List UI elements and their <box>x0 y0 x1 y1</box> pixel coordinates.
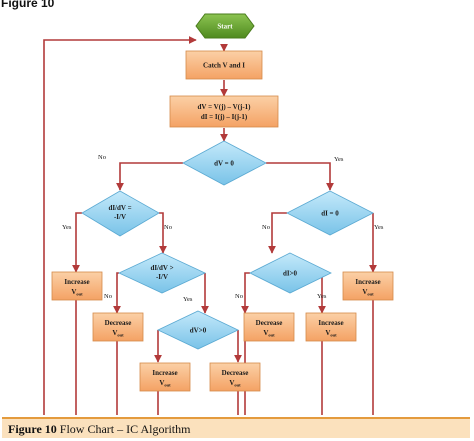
dec-mid-label: Decrease <box>105 319 132 327</box>
node-decrease-bottom: Decrease Vout <box>209 362 261 392</box>
node-increase-left: Increase Vout <box>51 271 103 301</box>
branch-di0-yes: Yes <box>374 224 384 231</box>
node-difference: dV = V(j) – V(j-1) dI = I(j) – I(j-1) <box>169 95 279 128</box>
dec-right-label: Decrease <box>256 319 283 327</box>
inc-right2-v: V <box>325 329 330 337</box>
branch-dv0-yes: Yes <box>334 156 344 163</box>
di0-label: dI = 0 <box>321 210 339 218</box>
inc-right-sub: out <box>367 292 374 297</box>
inc-left-label: Increase <box>64 278 89 286</box>
decision-dv0: dV = 0 <box>182 140 267 186</box>
diff-line-2: dI = I(j) – I(j-1) <box>201 113 248 121</box>
dec-right-sub: out <box>268 333 275 338</box>
diff-line-1: dV = V(j) – V(j-1) <box>198 103 252 111</box>
node-increase-bottom: Increase Vout <box>139 362 191 392</box>
caption-label: Figure 10 <box>8 422 57 436</box>
svg-text:Vout: Vout <box>229 379 241 388</box>
branch-digt0-no: No <box>235 293 243 300</box>
branch-digt0-yes: Yes <box>317 293 327 300</box>
branch-di0-no: No <box>262 224 270 231</box>
dec-bottom-sub: out <box>234 383 241 388</box>
branch-didv2-yes: Yes <box>183 296 193 303</box>
svg-text:Vout: Vout <box>112 329 124 338</box>
branch-dv0-no: No <box>98 154 106 161</box>
connector-dv0-yes <box>266 162 334 191</box>
caption-text: Flow Chart – IC Algorithm <box>59 422 191 436</box>
dv0-label: dV = 0 <box>214 160 234 168</box>
inc-bottom-v: V <box>159 379 164 387</box>
inc-bottom-label: Increase <box>152 369 177 377</box>
node-increase-right: Increase Vout <box>342 271 394 301</box>
didv1-line-1: dI/dV = <box>108 204 131 212</box>
inc-right2-label: Increase <box>318 319 343 327</box>
svg-text:Vout: Vout <box>263 329 275 338</box>
connector-digt0-no <box>241 272 250 314</box>
node-start: Start <box>195 13 255 39</box>
didv2-line-1: dI/dV > <box>150 264 173 272</box>
connector-didv1-no <box>159 212 167 254</box>
svg-text:Vout: Vout <box>362 288 374 297</box>
svg-text:Vout: Vout <box>325 329 337 338</box>
dec-right-v: V <box>263 329 268 337</box>
didv2-line-2: -I/V <box>156 273 168 281</box>
connector-didv1-yes <box>72 212 82 273</box>
inc-bottom-sub: out <box>164 383 171 388</box>
decision-didv-gt: dI/dV > -I/V <box>118 252 206 294</box>
decision-di0: dI = 0 <box>286 190 374 236</box>
branch-didv2-no: No <box>104 293 112 300</box>
figure-caption: Figure 10 Flow Chart – IC Algorithm <box>8 422 190 437</box>
node-increase-right-inner: Increase Vout <box>305 312 357 342</box>
figure-label: Figure 10 <box>1 0 55 10</box>
inc-left-v: V <box>71 288 76 296</box>
digt0-label: dI>0 <box>283 270 298 278</box>
branch-didv1-yes: Yes <box>62 224 72 231</box>
loop-return-line <box>43 36 197 415</box>
flowchart: Start Catch V and I dV = V(j) – V(j-1) d… <box>43 13 394 415</box>
svg-text:Vout: Vout <box>159 379 171 388</box>
inc-right-v: V <box>362 288 367 296</box>
dec-mid-v: V <box>112 329 117 337</box>
catch-label: Catch V and I <box>203 62 245 70</box>
inc-right-label: Increase <box>355 278 380 286</box>
inc-right2-sub: out <box>330 333 337 338</box>
connector-didv2-no <box>113 272 121 314</box>
inc-left-sub: out <box>76 292 83 297</box>
branch-labels: No Yes Yes No No Yes No Yes No Yes <box>62 154 384 303</box>
decision-dvgt0: dV>0 <box>157 310 239 350</box>
node-catch: Catch V and I <box>185 50 263 80</box>
dvgt0-label: dV>0 <box>190 327 207 335</box>
dec-bottom-v: V <box>229 379 234 387</box>
decision-didv-eq: dI/dV = -I/V <box>81 190 160 237</box>
dec-mid-sub: out <box>117 333 124 338</box>
decision-digt0: dI>0 <box>249 252 332 294</box>
connector-di0-no <box>268 212 287 254</box>
connectors <box>43 36 377 415</box>
didv1-line-2: -I/V <box>114 213 126 221</box>
node-decrease-right: Decrease Vout <box>243 312 295 342</box>
svg-text:Vout: Vout <box>71 288 83 297</box>
branch-didv1-no: No <box>164 224 172 231</box>
dec-bottom-label: Decrease <box>222 369 249 377</box>
figure-caption-bar: Figure 10 Flow Chart – IC Algorithm <box>2 417 470 438</box>
node-decrease-mid: Decrease Vout <box>92 312 144 342</box>
connector-dv0-no <box>116 162 183 191</box>
start-label: Start <box>217 23 233 31</box>
